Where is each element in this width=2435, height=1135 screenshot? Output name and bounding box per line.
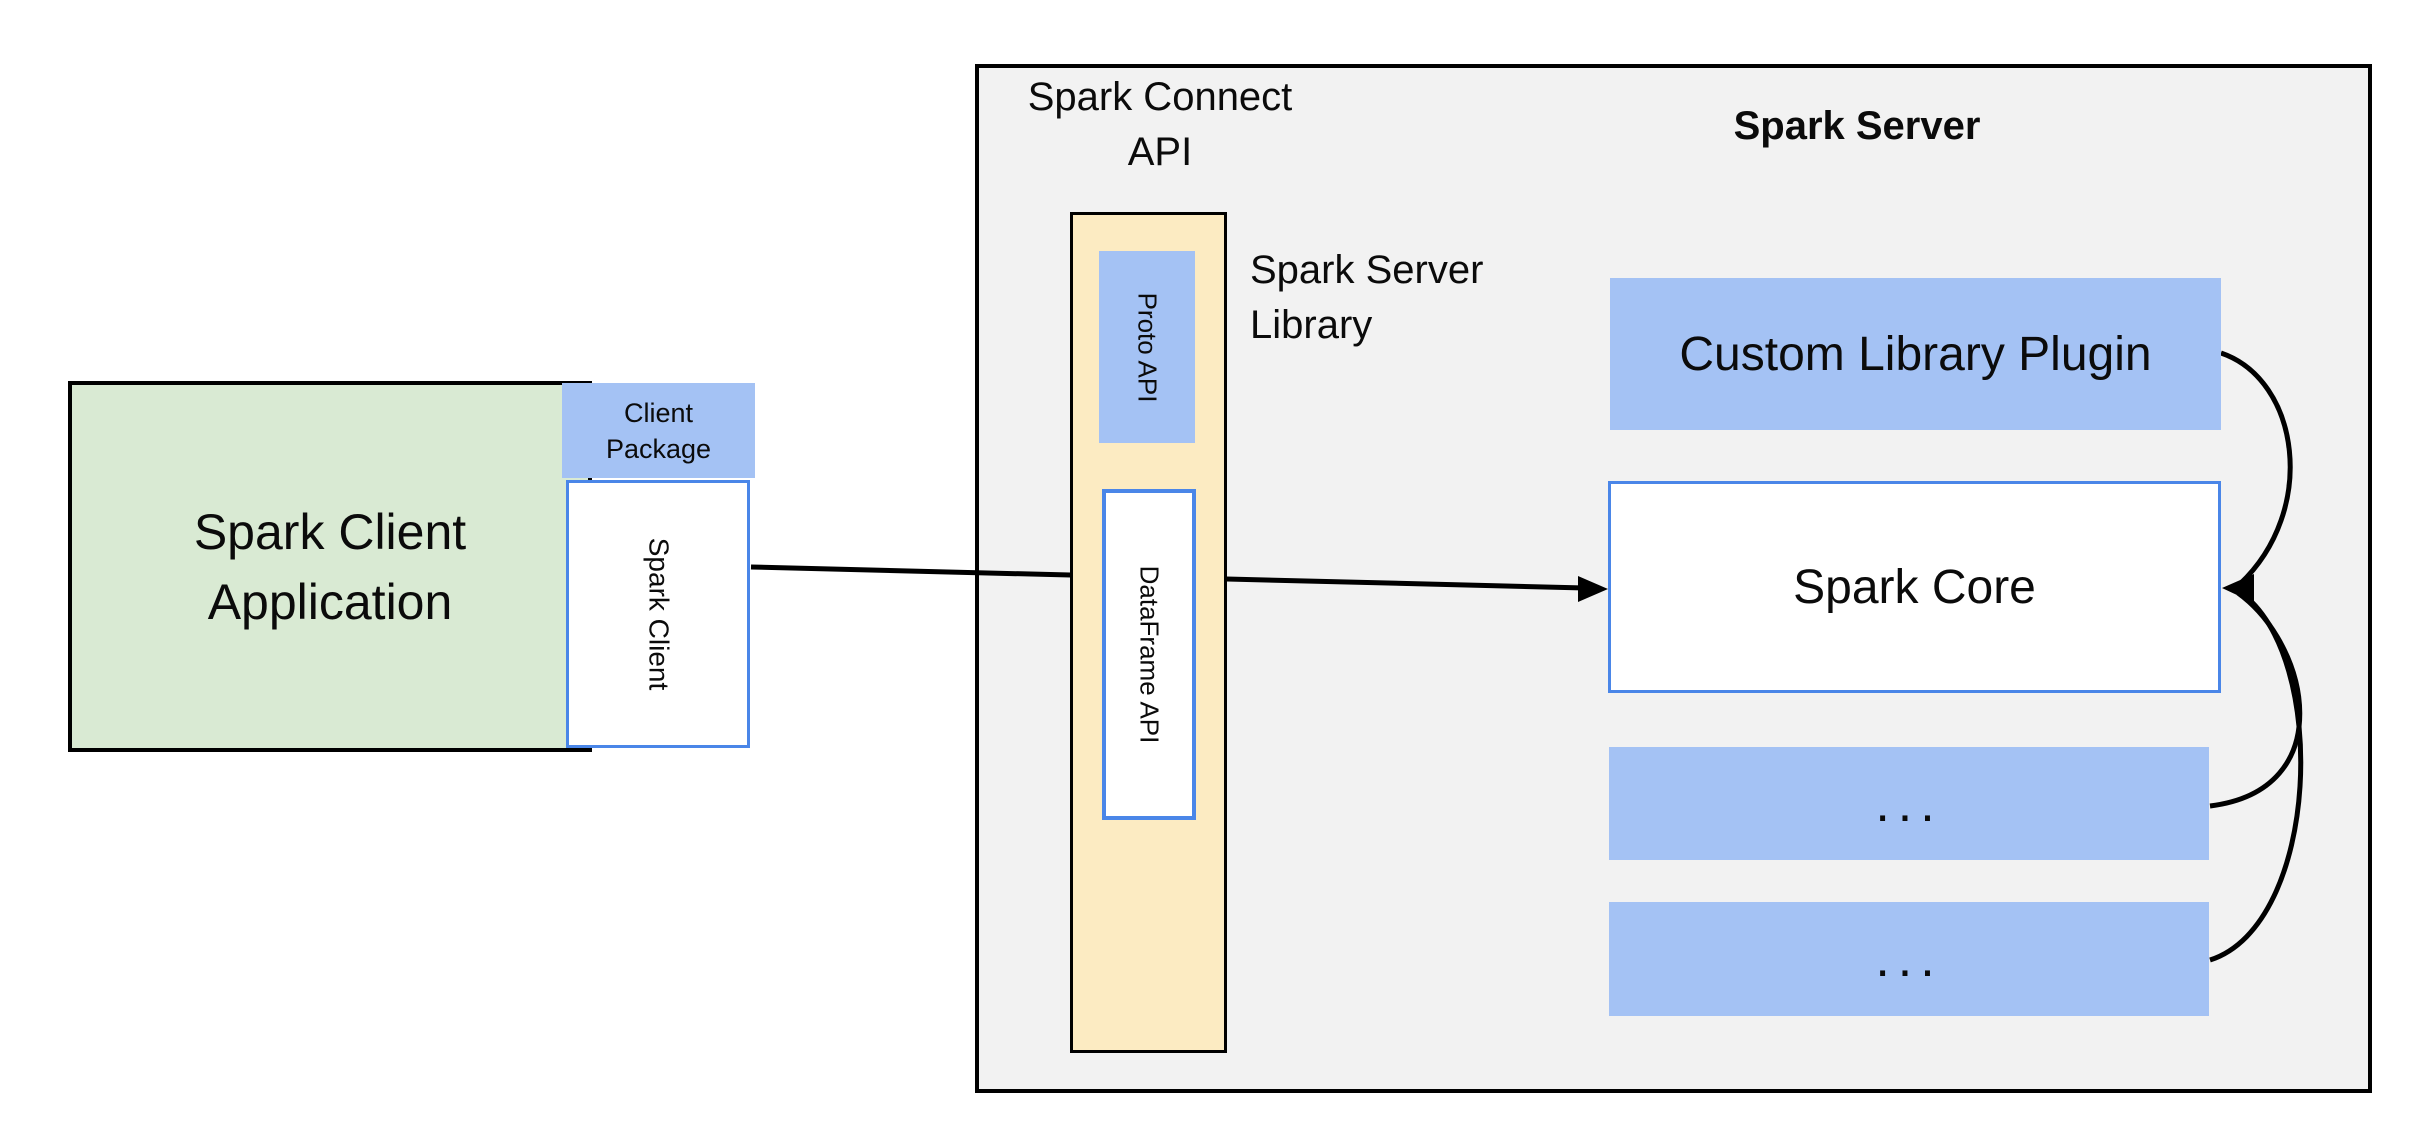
ellipsis-label-1: ... (1875, 774, 1943, 833)
proto-api-box: Proto API (1099, 251, 1195, 443)
ellipsis-label-2: ... (1875, 930, 1943, 988)
proto-api-label: Proto API (1132, 292, 1163, 402)
spark-server-library-label: Spark Server Library (1250, 248, 1484, 347)
dataframe-api-box: DataFrame API (1102, 489, 1196, 820)
spark-core-label: Spark Core (1793, 560, 2036, 614)
client-package-box: Client Package (562, 383, 755, 478)
spark-client-label: Spark Client (642, 537, 674, 691)
ellipsis-box-1: ... (1609, 747, 2209, 860)
custom-library-plugin-box: Custom Library Plugin (1610, 278, 2221, 430)
dataframe-api-label: DataFrame API (1134, 565, 1165, 744)
spark-core-box: Spark Core (1608, 481, 2221, 693)
ellipsis-box-2: ... (1609, 902, 2209, 1016)
spark-client-application-label: Spark Client Application (193, 503, 467, 630)
spark-server-title: Spark Server (1733, 104, 1981, 148)
spark-client-application-box: Spark Client Application (68, 381, 592, 752)
client-package-label: Client Package (605, 397, 712, 464)
spark-client-box: Spark Client (566, 480, 750, 748)
spark-connect-api-label: Spark Connect API (1027, 75, 1293, 174)
custom-library-plugin-label: Custom Library Plugin (1679, 327, 2152, 381)
